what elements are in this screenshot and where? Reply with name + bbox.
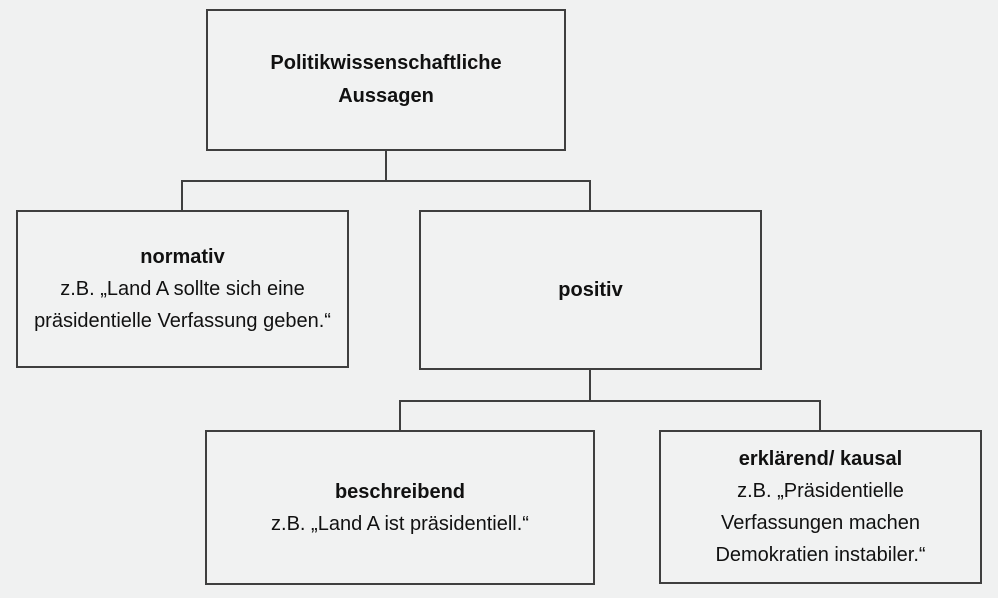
node-example-text: z.B. „Präsidentielle Verfassungen machen… xyxy=(715,480,926,566)
node-erklaerend-kausal: erklärend/ kausal z.B. „Präsidentielle V… xyxy=(659,430,982,584)
node-title: positiv xyxy=(558,279,623,301)
node-beschreibend: beschreibend z.B. „Land A ist präsidenti… xyxy=(205,430,595,585)
connector-level2-horizontal xyxy=(399,400,821,402)
connector-drop-erklaerend xyxy=(819,400,821,430)
node-normativ: normativ z.B. „Land A sollte sich eine p… xyxy=(16,210,349,368)
node-title: normativ xyxy=(140,246,225,268)
connector-drop-positiv xyxy=(589,180,591,210)
connector-root-stem xyxy=(385,151,387,182)
node-example-text: z.B. „Land A sollte sich eine präsidenti… xyxy=(34,278,331,332)
connector-positiv-stem xyxy=(589,370,591,402)
connector-level1-horizontal xyxy=(181,180,591,182)
node-title: Politikwissenschaftliche Aussagen xyxy=(270,52,502,107)
node-example-text: z.B. „Land A ist präsidentiell.“ xyxy=(271,512,529,535)
connector-drop-normativ xyxy=(181,180,183,210)
node-politikwissenschaftliche-aussagen: Politikwissenschaftliche Aussagen xyxy=(206,9,566,151)
node-positiv: positiv xyxy=(419,210,762,370)
node-title: erklärend/ kausal xyxy=(738,448,903,470)
node-title: beschreibend xyxy=(334,480,466,503)
connector-drop-beschreibend xyxy=(399,400,401,430)
